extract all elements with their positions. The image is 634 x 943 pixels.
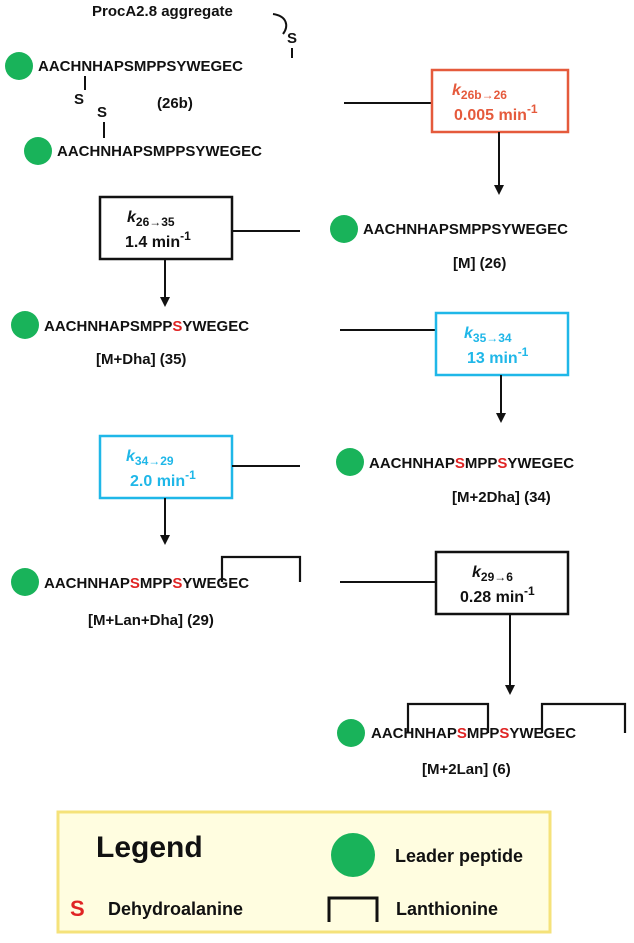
leader-peptide-34 [336,448,364,476]
legend-title: Legend [96,831,203,864]
leader-peptide-6 [337,719,365,747]
rate-35-34-symbol: k35→34 [464,325,512,345]
label-6: [M+2Lan] (6) [422,761,511,778]
lanthionine-bridge-6-2 [540,702,627,733]
label-26b: (26b) [157,95,193,112]
legend-dha-symbol: S [70,896,85,921]
leader-peptide-26 [330,215,358,243]
leader-peptide-26b-1 [5,52,33,80]
label-26: [M] (26) [453,255,506,272]
rate-34-29-value: 2.0 min-1 [130,468,196,490]
legend-box [56,810,552,934]
label-34: [M+2Dha] (34) [452,489,551,506]
aggregate-label: ProcA2.8 aggregate [92,3,233,20]
sequence-26b-2: AACHNHAPSMPPSYWEGEC [57,143,262,160]
legend-leader-icon [331,833,375,877]
label-35: [M+Dha] (35) [96,351,186,368]
rate-26b-26-symbol: k26b→26 [452,82,507,102]
lanthionine-bridge-29 [220,555,302,582]
rate-29-6-symbol: k29→6 [472,564,513,584]
rate-34-29-symbol: k34→29 [126,448,174,468]
rate-box-34-29 [98,434,234,500]
sequence-34: AACHNHAPSMPPSYWEGEC [369,455,574,472]
rate-35-34-value: 13 min-1 [467,345,529,367]
sulfur-2: S [97,104,107,121]
leader-peptide-29 [11,568,39,596]
rate-26b-26-value: 0.005 min-1 [454,102,538,124]
rate-29-6-value: 0.28 min-1 [460,584,535,606]
label-29: [M+Lan+Dha] (29) [88,612,214,629]
lanthionine-bridge-6-1 [406,702,490,733]
sulfur-aggregate: S [287,30,297,47]
legend-lanthionine-icon [327,896,379,922]
rate-26-35-value: 1.4 min-1 [125,229,191,251]
rate-26-35-symbol: k26→35 [127,209,175,229]
sequence-29: AACHNHAPSMPPSYWEGEC [44,575,249,592]
rate-box-26b-26 [430,68,570,134]
sequence-26b-1: AACHNHAPSMPPSYWEGEC [38,58,243,75]
rate-box-29-6 [434,550,570,616]
sequence-6: AACHNHAPSMPPSYWEGEC [371,725,576,742]
leader-peptide-26b-2 [24,137,52,165]
legend-lan-label: Lanthionine [396,899,498,919]
leader-peptide-35 [11,311,39,339]
legend-dha-label: Dehydroalanine [108,899,243,919]
sulfur-1: S [74,91,84,108]
sequence-26: AACHNHAPSMPPSYWEGEC [363,221,568,238]
aggregate-link [272,13,288,35]
sequence-35: AACHNHAPSMPPSYWEGEC [44,318,249,335]
legend-leader-label: Leader peptide [395,846,523,866]
